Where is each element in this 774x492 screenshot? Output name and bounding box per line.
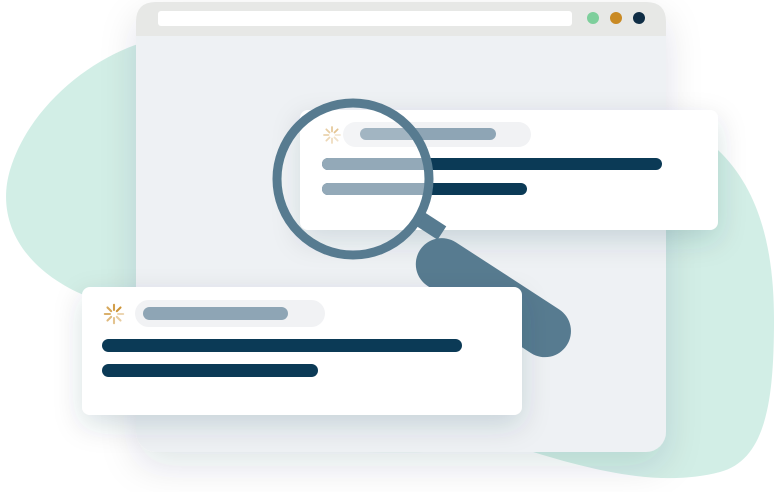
- result-card-bottom[interactable]: [82, 287, 522, 415]
- result-card-top-title-bar: [360, 128, 496, 140]
- spinner-tick: [115, 315, 122, 322]
- spinner-tick: [106, 315, 113, 322]
- loading-spinner-icon: [323, 126, 341, 144]
- spinner-tick: [115, 306, 122, 313]
- address-bar[interactable]: [158, 11, 572, 26]
- result-card-bottom-line-1: [102, 339, 462, 352]
- window-dot-green[interactable]: [587, 12, 599, 24]
- window-dot-orange[interactable]: [610, 12, 622, 24]
- loading-spinner-icon: [103, 303, 125, 325]
- spinner-tick: [325, 136, 331, 142]
- result-card-bottom-line-2: [102, 364, 318, 377]
- spinner-tick: [333, 128, 339, 134]
- spinner-tick: [333, 136, 339, 142]
- result-card-bottom-title-bar: [143, 307, 288, 320]
- spinner-tick: [106, 306, 113, 313]
- lens-content: [277, 103, 429, 255]
- spinner-tick: [325, 128, 331, 134]
- window-dot-navy[interactable]: [633, 12, 645, 24]
